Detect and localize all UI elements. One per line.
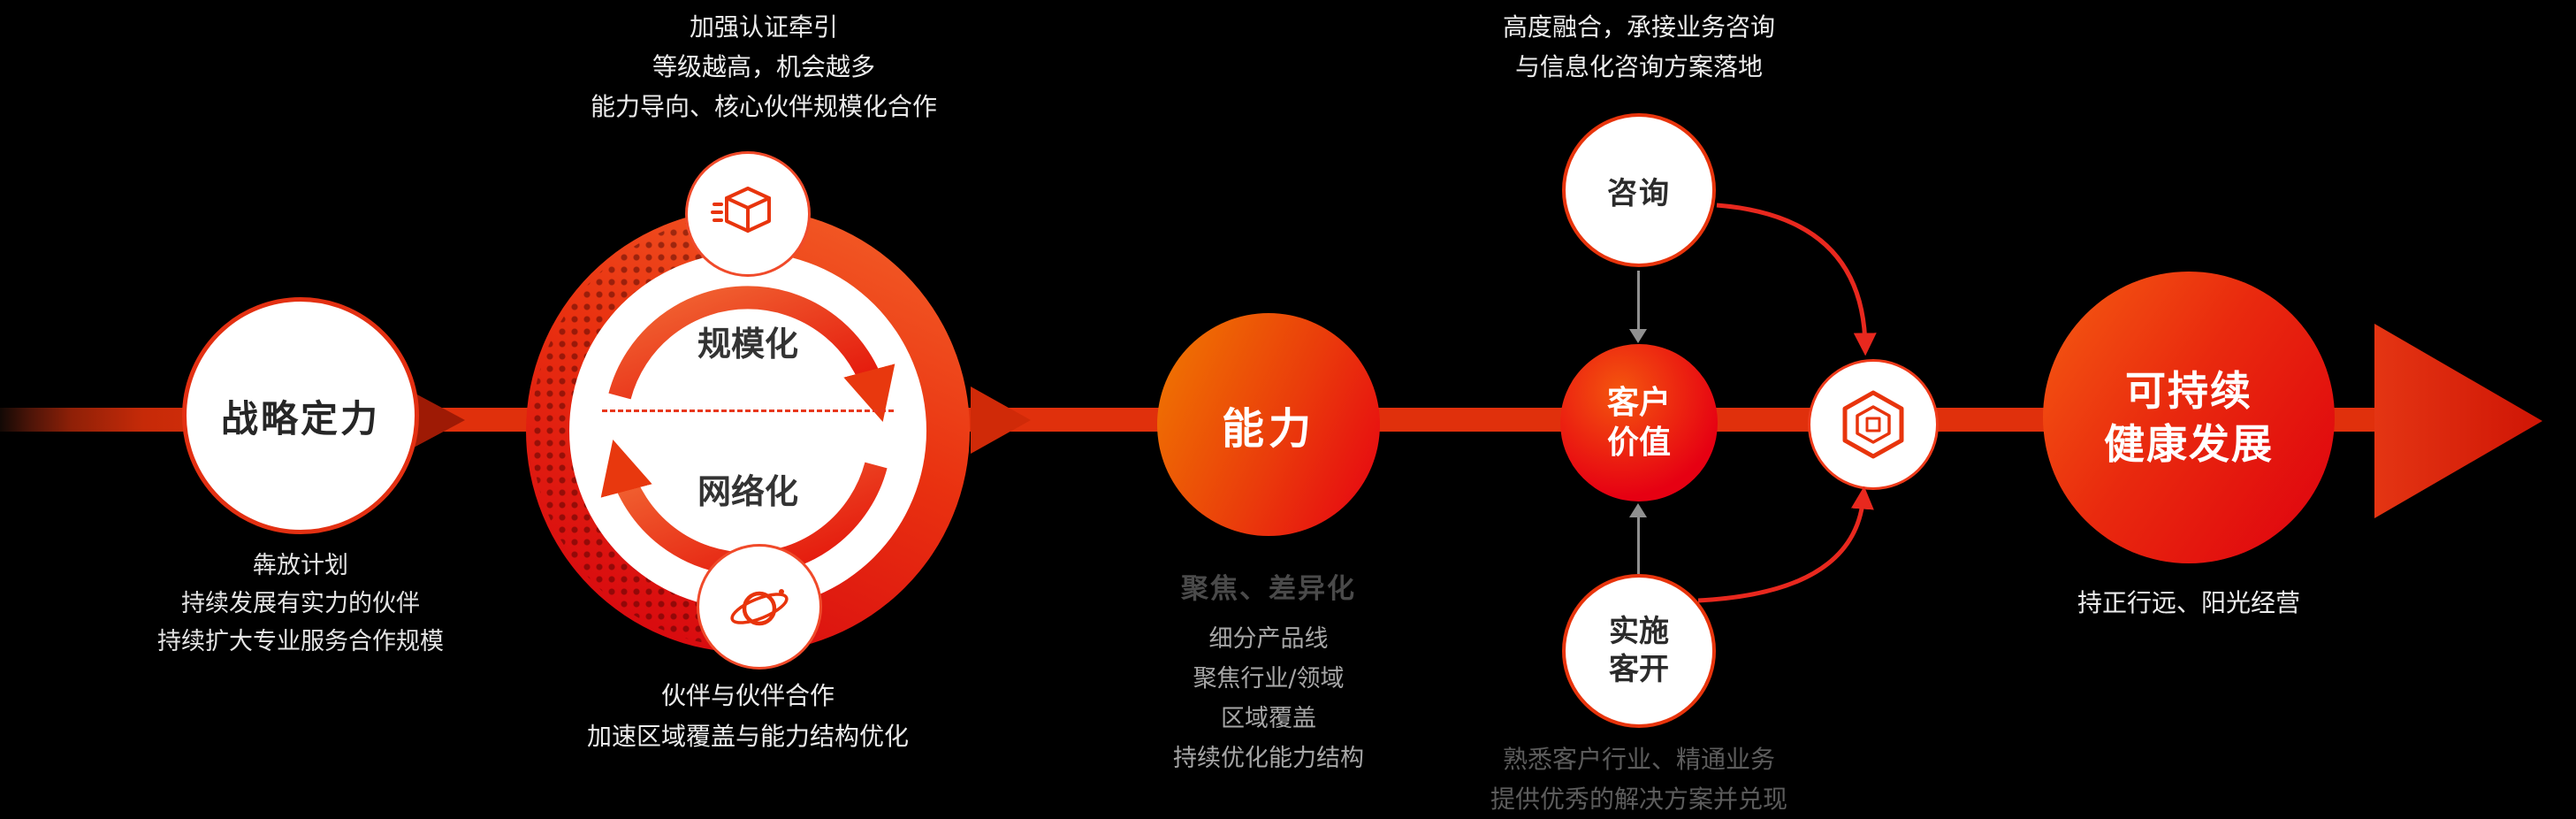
note-line: 持续扩大专业服务合作规模 (157, 628, 444, 655)
note-line: 能力导向、核心伙伴规模化合作 (590, 92, 937, 121)
label-line: 健康发展 (2104, 420, 2274, 468)
note-line: 伙伴与伙伴合作 (660, 681, 835, 710)
stage4-top-notes: 高度融合，承接业务咨询 与信息化咨询方案落地 (1374, 7, 1904, 87)
dashed-divider (602, 410, 894, 412)
note-line: 犇放计划 (253, 552, 348, 579)
stage2-bottom-badge (697, 544, 822, 670)
label-line: 客户 (1606, 385, 1671, 421)
connector-arrow-up-icon (1629, 503, 1647, 517)
note-line: 高度融合，承接业务咨询 (1502, 12, 1775, 42)
stage1-circle: 战略定力 (182, 297, 419, 534)
stage3-subtitle: 聚焦、差异化 (1181, 573, 1356, 605)
stage5-circle: 可持续 健康发展 (2043, 272, 2335, 563)
note-line: 聚焦行业/领域 (1193, 665, 1345, 693)
cube-icon (711, 187, 771, 233)
vertical-connector-line (1637, 271, 1640, 331)
stage2-bottom-notes: 伙伴与伙伴合作 加速区域覆盖与能力结构优化 (483, 676, 1013, 757)
note-line: 加速区域覆盖与能力结构优化 (586, 722, 909, 751)
flow-arrowhead-icon (2374, 324, 2542, 518)
flow-chevron-icon (414, 393, 465, 448)
note-line: 与信息化咨询方案落地 (1514, 52, 1763, 81)
stage2-label-network: 网络化 (697, 472, 798, 511)
stage3-notes: 细分产品线 聚焦行业/领域 区域覆盖 持续优化能力结构 (1092, 619, 1445, 778)
note-line: 熟悉客户行业、精通业务 (1502, 745, 1775, 774)
note-line: 等级越高，机会越多 (652, 52, 875, 81)
stage3-circle: 能力 (1157, 313, 1380, 536)
note-line: 细分产品线 (1208, 625, 1329, 653)
label-line: 价值 (1606, 425, 1671, 461)
stage2-label-scale: 规模化 (697, 325, 798, 364)
planet-icon (730, 589, 789, 626)
note-line: 持续发展有实力的伙伴 (181, 590, 420, 617)
note-line: 区域覆盖 (1221, 705, 1316, 732)
stage2-top-notes: 加强认证牵引 等级越高，机会越多 能力导向、核心伙伴规模化合作 (499, 7, 1029, 126)
vertical-connector-line (1637, 517, 1640, 574)
hexagon-icon (1842, 390, 1904, 459)
note-line: 加强认证牵引 (689, 12, 838, 42)
label-line: 客开 (1609, 652, 1669, 687)
label-line: 可持续 (2125, 367, 2252, 415)
flow-chevron-icon (971, 387, 1031, 454)
stage4-consulting-circle: 咨询 (1562, 113, 1716, 267)
stage3-title: 能力 (1221, 404, 1315, 454)
stage5-note: 持正行远、阳光经营 (2077, 588, 2300, 617)
connector-arrow-down-icon (1629, 329, 1647, 343)
note-line: 持续优化能力结构 (1173, 745, 1364, 772)
stage4-implementation-circle: 实施 客开 (1562, 574, 1716, 728)
stage4-consulting-label: 咨询 (1607, 175, 1671, 211)
stage4-bottom-notes: 熟悉客户行业、精通业务 提供优秀的解决方案并兑现 (1374, 739, 1904, 819)
stage1-title: 战略定力 (220, 396, 380, 440)
stage4-customer-value-circle: 客户 价值 (1560, 344, 1718, 501)
stage2-top-badge (685, 151, 811, 277)
label-line: 实施 (1609, 614, 1669, 649)
note-line: 提供优秀的解决方案并兑现 (1490, 785, 1787, 814)
stage1-notes: 犇放计划 持续发展有实力的伙伴 持续扩大专业服务合作规模 (35, 547, 566, 661)
cycle-connector-arcs-icon (1697, 203, 1877, 603)
